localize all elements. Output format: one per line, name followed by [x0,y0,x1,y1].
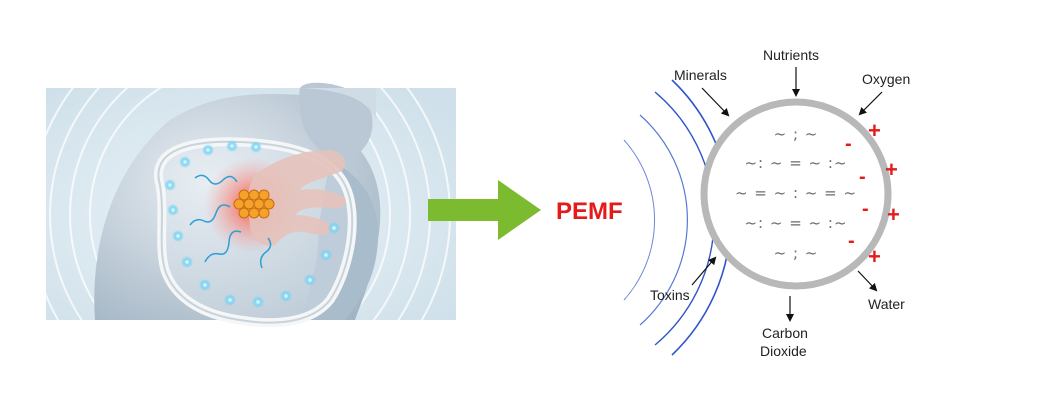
charge-signs: + - + - + - - + [845,118,900,269]
cell-row-3: ~ = ~ : ~ = ~ [735,184,857,202]
flow-labels: Nutrients Minerals Oxygen Toxins Carbon … [650,47,910,359]
label-water: Water [868,296,905,312]
arm-silhouette [300,160,379,320]
head-silhouette [299,82,373,160]
glow-dots [164,140,340,308]
green-right-arrow [428,180,541,240]
hand-silhouette [247,150,346,246]
cell-row-2: ~: ~ = ~ :~ [744,154,847,172]
minus-sign: - [859,166,866,188]
plus-sign: + [887,202,900,227]
energy-arrows [189,174,272,269]
cell-membrane [700,98,892,290]
pemf-label: PEMF [556,198,623,225]
label-nutrients: Nutrients [763,47,819,63]
label-minerals: Minerals [674,67,727,83]
minus-sign: - [845,133,852,155]
label-carbon: Carbon [762,325,808,341]
minus-sign: - [848,230,855,252]
shoulder-illustration [29,4,456,408]
cell-row-1: ~ ; ~ [774,125,819,143]
cell-row-4: ~: ~ = ~ :~ [744,214,847,232]
minus-sign: - [862,198,869,220]
cell-row-5: ~ ; ~ [774,244,819,262]
cell-contents: ~ ; ~ ~: ~ = ~ :~ ~ = ~ : ~ = ~ ~: ~ = ~… [735,125,857,262]
plus-sign: + [868,244,881,269]
cell-cluster [233,189,275,219]
label-oxygen: Oxygen [862,71,910,87]
plus-sign: + [885,157,898,182]
plus-sign: + [868,118,881,143]
label-toxins: Toxins [650,287,690,303]
label-dioxide: Dioxide [760,343,807,359]
